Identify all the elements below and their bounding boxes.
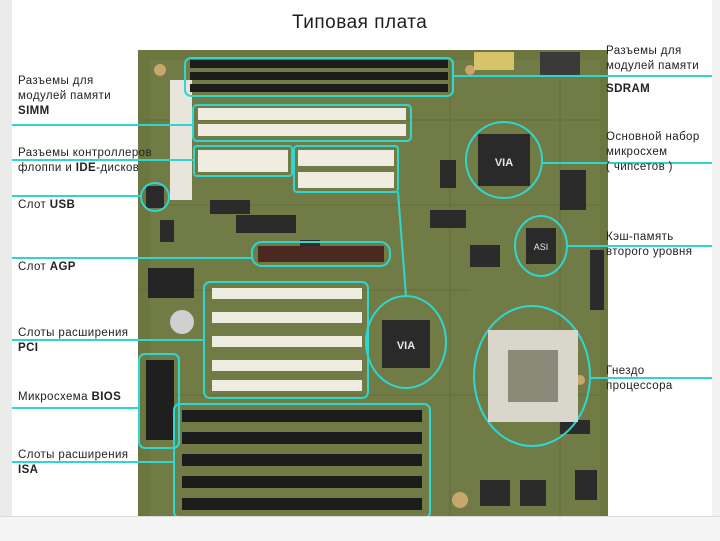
label-floppy-ide-line1: Разъемы контроллеров (18, 146, 152, 161)
label-floppy-ide: Разъемы контроллеров флоппи и IDE-дисков (18, 146, 152, 176)
label-usb: Слот USB (18, 198, 75, 213)
label-sdram-line2: модулей памяти (606, 59, 699, 74)
label-usb-bold: USB (50, 199, 75, 211)
label-floppy-ide-part2: IDE (76, 162, 96, 174)
label-simm-line1: Разъемы для (18, 74, 111, 89)
label-sdram: Разъемы для модулей памяти SDRAM (606, 44, 699, 97)
label-bios: Микросхема BIOS (18, 390, 121, 405)
label-chipset: Основной набор микросхем ( чипсетов ) (606, 130, 700, 175)
label-floppy-ide-part1: флоппи и (18, 162, 76, 174)
label-bios-pre: Микросхема (18, 391, 92, 403)
label-cache: Кэш-память второго уровня (606, 230, 692, 260)
chip-label-via2: VIA (397, 340, 415, 352)
label-bios-bold: BIOS (92, 391, 122, 403)
chip-label-via1: VIA (495, 157, 513, 169)
label-chipset-line1: Основной набор (606, 130, 700, 145)
label-cpu-socket-line1: Гнездо (606, 364, 673, 379)
label-pci-line1: Слоты расширения (18, 326, 128, 341)
bottom-bar (0, 516, 720, 541)
label-floppy-ide-part3: -дисков (96, 162, 139, 174)
label-isa-line2: ISA (18, 464, 38, 476)
label-cpu-socket-line2: процессора (606, 379, 673, 394)
label-pci-line2: PCI (18, 342, 38, 354)
label-cpu-socket: Гнездо процессора (606, 364, 673, 394)
label-pci: Слоты расширения PCI (18, 326, 128, 356)
label-chipset-line2: микросхем (606, 145, 700, 160)
label-cache-line1: Кэш-память (606, 230, 692, 245)
label-simm: Разъемы для модулей памяти SIMM (18, 74, 111, 119)
label-agp: Слот AGP (18, 260, 76, 275)
label-isa-line1: Слоты расширения (18, 448, 128, 463)
label-agp-pre: Слот (18, 261, 50, 273)
label-cache-line2: второго уровня (606, 245, 692, 260)
chip-label-cache: ASI (534, 242, 549, 252)
label-usb-pre: Слот (18, 199, 50, 211)
label-simm-line2: модулей памяти (18, 89, 111, 104)
label-agp-bold: AGP (50, 261, 76, 273)
isa-slots (174, 404, 430, 518)
board-texture (138, 50, 608, 522)
label-chipset-line3: ( чипсетов ) (606, 160, 700, 175)
label-sdram-line3: SDRAM (606, 83, 650, 95)
label-isa: Слоты расширения ISA (18, 448, 128, 478)
label-sdram-line1: Разъемы для (606, 44, 699, 59)
label-simm-line3: SIMM (18, 105, 50, 117)
sdram-slots (185, 58, 453, 96)
